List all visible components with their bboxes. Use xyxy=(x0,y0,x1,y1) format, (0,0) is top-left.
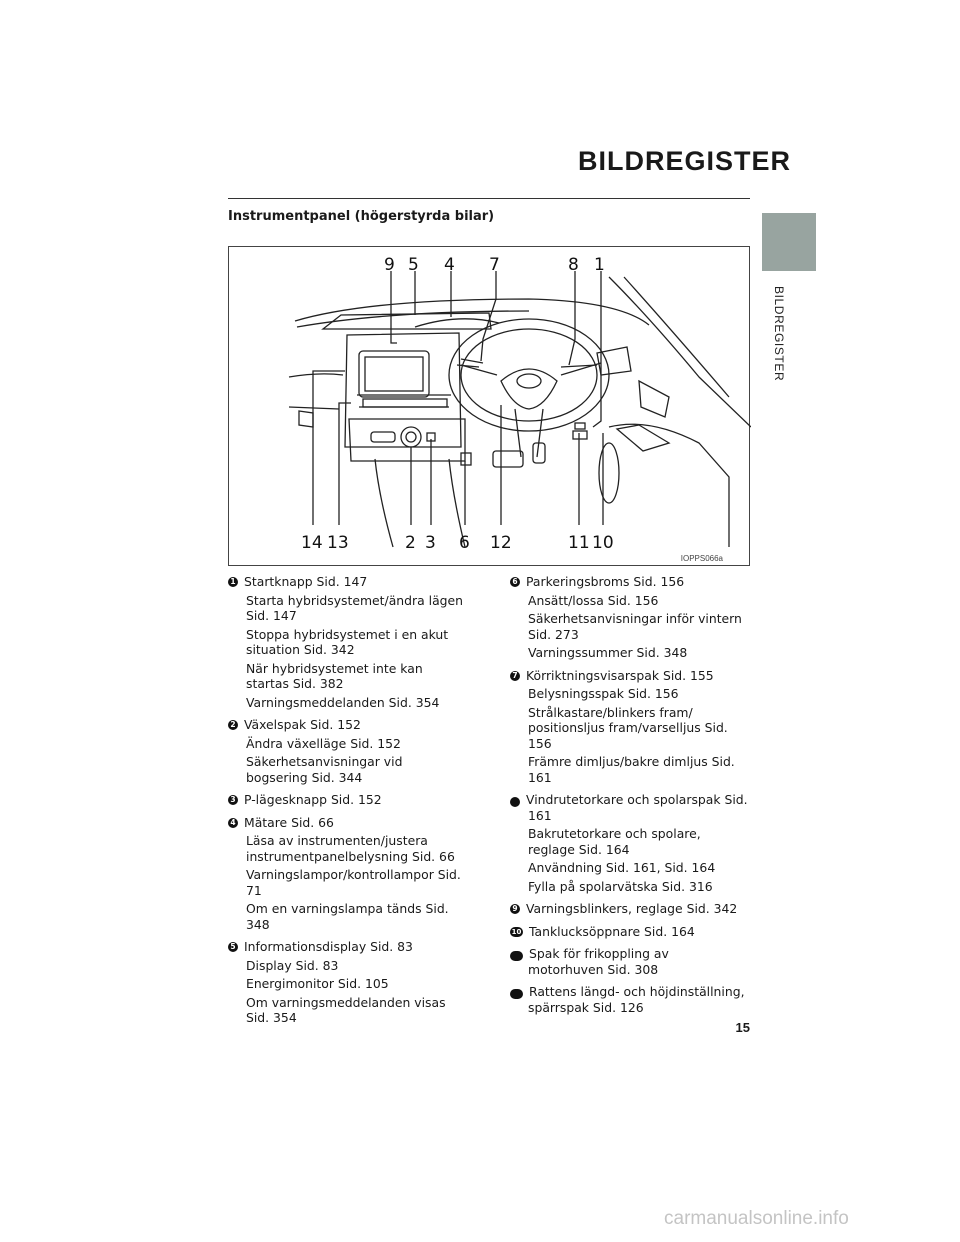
callout-5: 5 xyxy=(408,255,419,275)
entry-subitem: Display Sid. 83 xyxy=(246,957,339,973)
entry-subitem: Varningslampor/kontrollampor Sid. 71 xyxy=(246,867,461,898)
entry-5: 5 Informationsdisplay Sid. 83 Display Sid… xyxy=(228,939,466,1026)
dashboard-drawing xyxy=(288,271,751,548)
callout-12: 12 xyxy=(490,533,512,553)
callout-4: 4 xyxy=(444,255,455,275)
entries-left-column: 1 Startknapp Sid. 147 Starta hybridsystem… xyxy=(228,574,466,1033)
entry-subitem: Ansätt/lossa Sid. 156 xyxy=(528,592,659,608)
entry-heading: Mätare Sid. 66 xyxy=(244,814,334,830)
chapter-tab[interactable] xyxy=(762,213,816,271)
entry-subitem: Om en varningslampa tänds Sid. 348 xyxy=(246,901,449,932)
image-code: IOPPS066a xyxy=(680,554,723,563)
entry-subitem: Bakrutetorkare och spolare, reglage Sid.… xyxy=(528,826,701,857)
entry-subitem: Läsa av instrumenten/justera instrumentp… xyxy=(246,833,455,864)
page-number: 15 xyxy=(735,1020,750,1035)
entry-number-badge: 11 xyxy=(499,951,523,961)
entry-1: 1 Startknapp Sid. 147 Starta hybridsystem… xyxy=(228,574,466,710)
entry-subitem: Främre dimljus/bakre dimljus Sid. 161 xyxy=(528,754,735,785)
entry-heading: Rattens längd- och höjdinställning, spär… xyxy=(528,984,745,1015)
entries-right-column: 6 Parkeringsbroms Sid. 156 Ansätt/lossa S… xyxy=(497,574,748,1022)
entry-number-badge: 1 xyxy=(228,577,238,587)
entry-number-badge: 5 xyxy=(228,942,238,952)
entry-number-badge: 8 xyxy=(497,797,520,807)
entry-heading: Startknapp Sid. 147 xyxy=(244,574,368,589)
entry-heading: Spak för frikoppling av motorhuven Sid. … xyxy=(528,946,669,977)
entry-subitem: Varningsmeddelanden Sid. 354 xyxy=(246,694,440,710)
callout-7: 7 xyxy=(489,255,500,275)
title-divider xyxy=(228,198,750,199)
entry-11: 11 Spak för frikoppling av motorhuven Sid… xyxy=(499,946,748,977)
entry-subitem: Stoppa hybridsystemet i en akut situatio… xyxy=(246,626,449,658)
entry-number-badge: 4 xyxy=(228,817,238,828)
entry-12: 12 Rattens längd- och höjdinställning, sp… xyxy=(499,984,748,1015)
entry-4: 4 Mätare Sid. 66 Läsa av instrumenten/jus… xyxy=(228,815,466,933)
entry-number-badge: 9 xyxy=(510,904,520,914)
callout-1: 1 xyxy=(594,255,605,275)
entry-number-badge: 10 xyxy=(510,926,523,937)
entry-10: 10 Tanklucksöppnare Sid. 164 xyxy=(510,924,748,940)
entry-heading: Körriktningsvisarspak Sid. 155 xyxy=(526,667,714,683)
entry-7: 7 Körriktningsvisarspak Sid. 155 Belysnin… xyxy=(510,668,748,786)
entry-6: 6 Parkeringsbroms Sid. 156 Ansätt/lossa S… xyxy=(510,574,748,661)
watermark: carmanualsonline.info xyxy=(664,1208,849,1229)
entry-subitem: Säkerhetsanvisningar inför vintern Sid. … xyxy=(528,611,742,642)
entry-number-badge: 12 xyxy=(499,989,523,999)
dashboard-illustration: 9 5 4 7 8 1 14 13 2 3 6 12 11 10 IOPPS06… xyxy=(228,246,751,566)
entry-subitem: Om varningsmeddelanden visas Sid. 354 xyxy=(246,994,446,1026)
entry-subitem: Säkerhetsanvisningar vid bogsering Sid. … xyxy=(246,754,403,785)
entry-heading: Tanklucksöppnare Sid. 164 xyxy=(529,923,695,939)
entry-number-badge: 3 xyxy=(228,795,238,805)
entry-heading: Parkeringsbroms Sid. 156 xyxy=(526,574,685,589)
entry-subitem: Strålkastare/blinkers fram/ positionslju… xyxy=(528,704,728,751)
entry-number-badge: 2 xyxy=(228,720,238,730)
entry-subitem: När hybridsystemet inte kan startas Sid.… xyxy=(246,660,423,692)
entry-number-badge: 7 xyxy=(510,670,520,681)
callout-2: 2 xyxy=(405,533,416,553)
entry-number-badge: 6 xyxy=(510,577,520,587)
entry-subitem: Varningssummer Sid. 348 xyxy=(528,645,688,660)
callout-3: 3 xyxy=(425,533,436,553)
entry-subitem: Energimonitor Sid. 105 xyxy=(246,976,389,991)
entry-heading: Vindrutetorkare och spolarspak Sid. 161 xyxy=(526,792,748,823)
entry-3: 3 P-lägesknapp Sid. 152 xyxy=(228,792,466,808)
entry-subitem: Starta hybridsystemet/ändra lägen Sid. 1… xyxy=(246,592,464,624)
chapter-tab-label: BILDREGISTER xyxy=(772,286,786,382)
callout-11: 11 xyxy=(568,533,590,553)
entry-heading: P-lägesknapp Sid. 152 xyxy=(244,792,382,807)
entry-subitem: Fylla på spolarvätska Sid. 316 xyxy=(528,878,713,894)
entry-subitem: Ändra växelläge Sid. 152 xyxy=(246,735,401,751)
entry-subitem: Belysningsspak Sid. 156 xyxy=(528,686,679,701)
callout-14: 14 xyxy=(301,533,323,553)
callout-10: 10 xyxy=(592,533,614,553)
callout-13: 13 xyxy=(327,533,349,553)
entry-8: 8 Vindrutetorkare och spolarspak Sid. 161… xyxy=(497,792,748,894)
callout-8: 8 xyxy=(568,255,579,275)
callout-9: 9 xyxy=(384,255,395,275)
entry-2: 2 Växelspak Sid. 152 Ändra växelläge Sid.… xyxy=(228,717,466,785)
entry-heading: Varningsblinkers, reglage Sid. 342 xyxy=(526,901,738,916)
entry-9: 9 Varningsblinkers, reglage Sid. 342 xyxy=(510,901,748,917)
entry-heading: Växelspak Sid. 152 xyxy=(244,717,361,732)
section-heading: Instrumentpanel (högerstyrda bilar) xyxy=(228,209,495,224)
page-title: BILDREGISTER xyxy=(578,146,792,176)
entry-heading: Informationsdisplay Sid. 83 xyxy=(244,939,413,954)
entry-subitem: Användning Sid. 161, Sid. 164 xyxy=(528,860,716,875)
callout-6: 6 xyxy=(459,533,470,553)
